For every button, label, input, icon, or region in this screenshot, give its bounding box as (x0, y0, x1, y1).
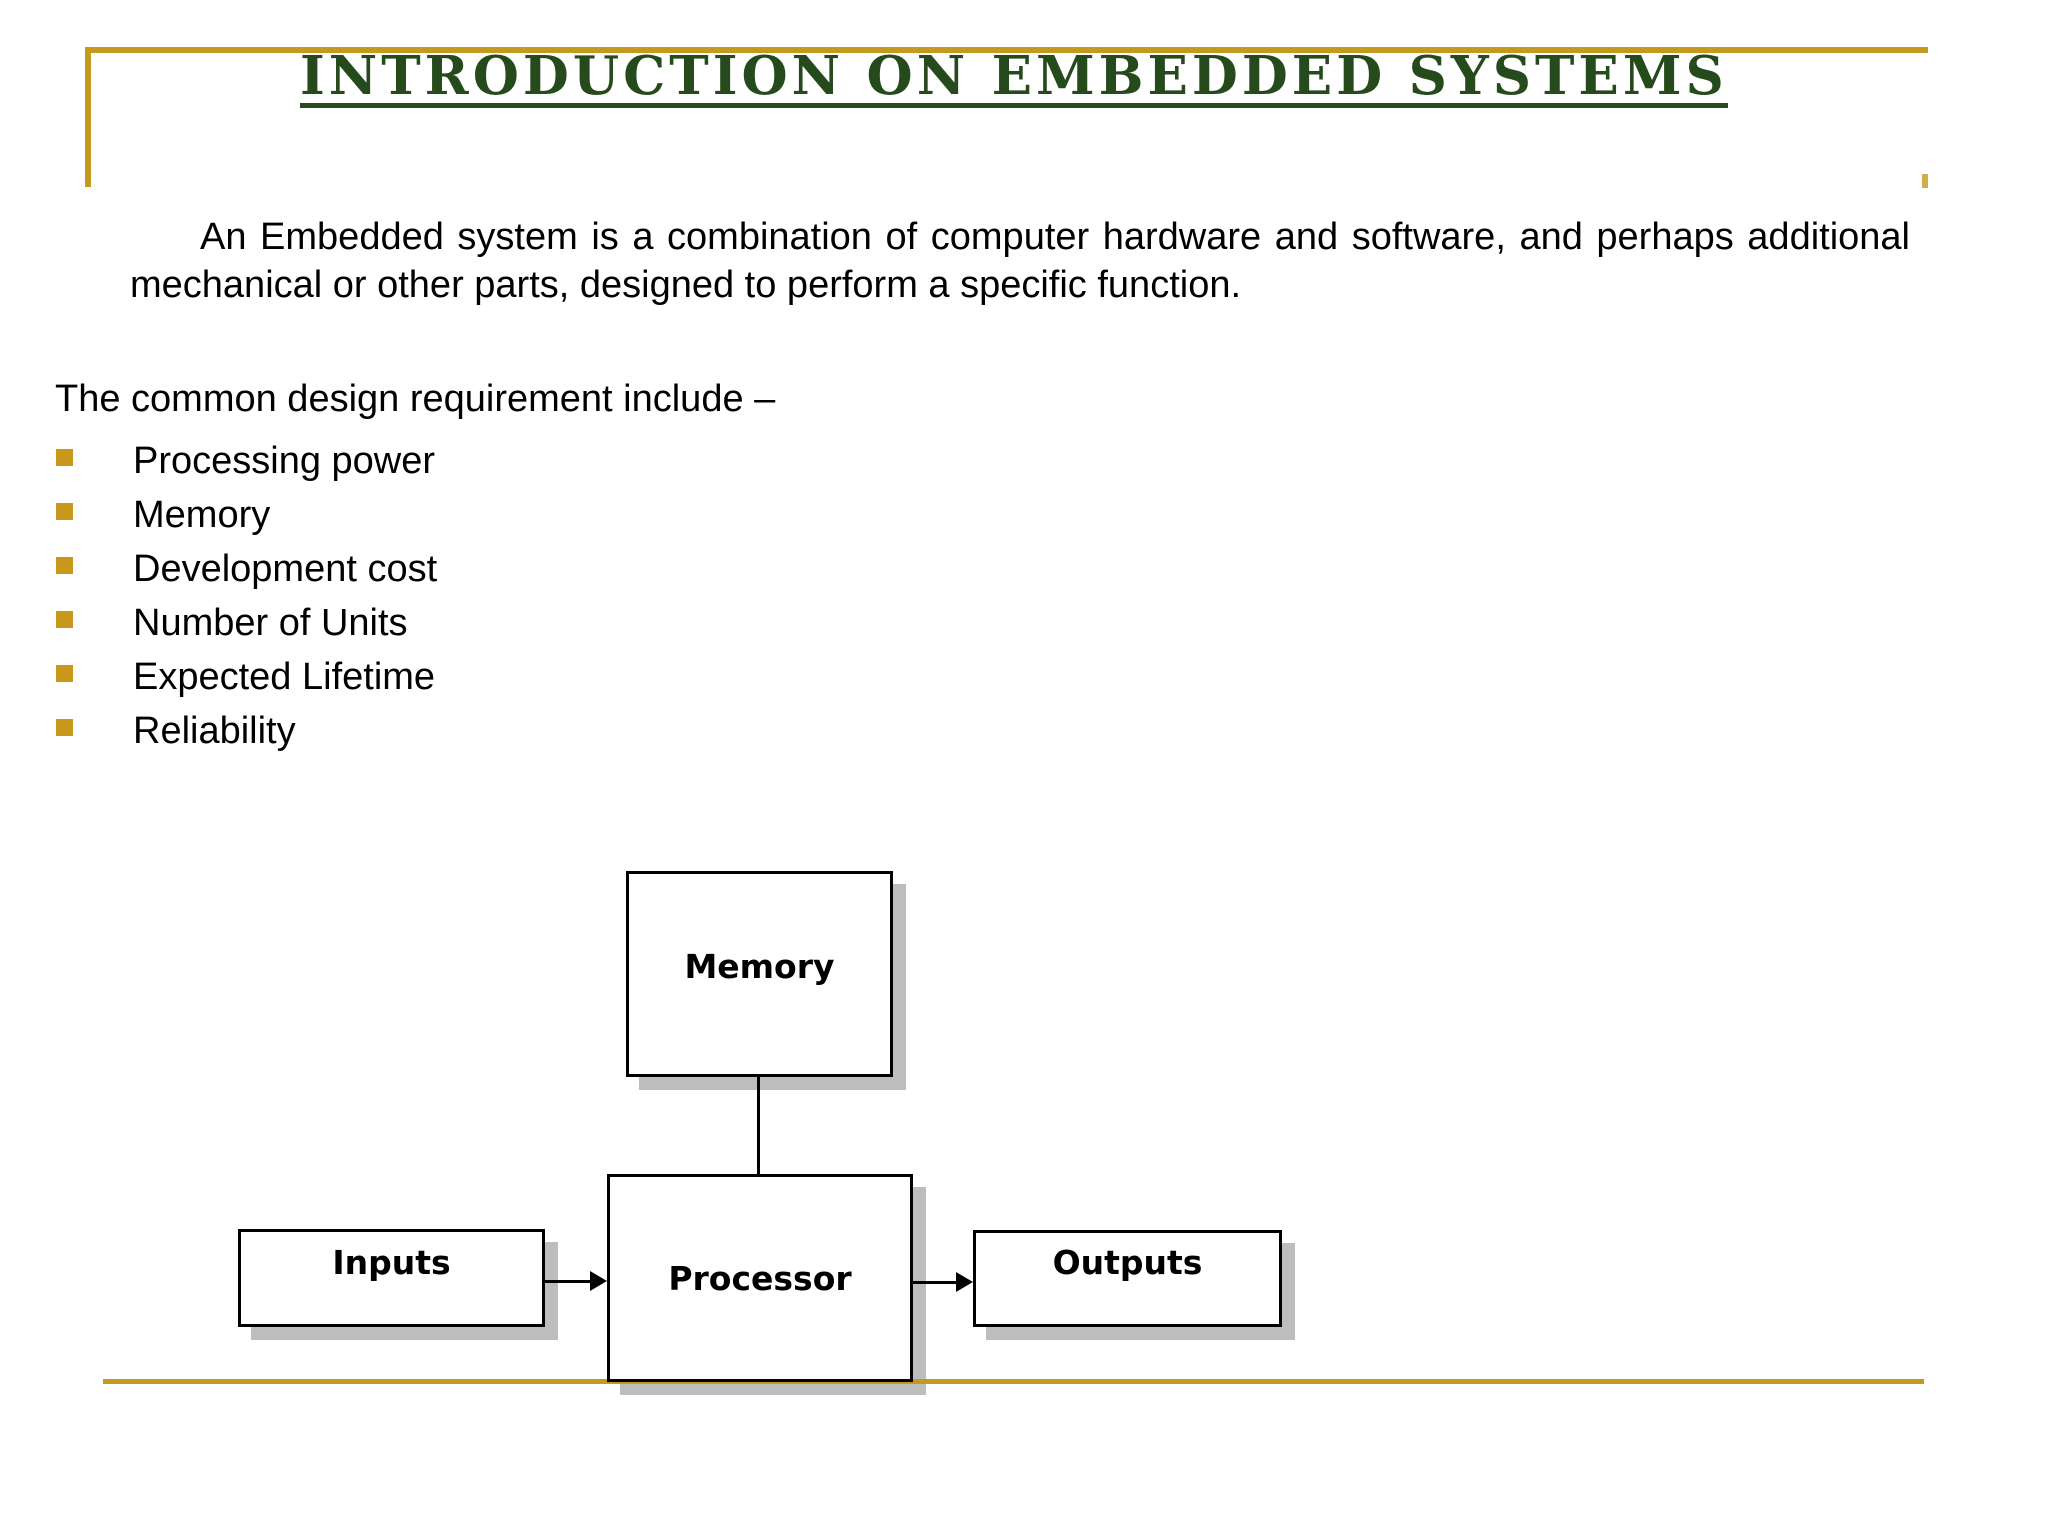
memory-box: Memory (626, 871, 893, 1077)
inputs-label: Inputs (332, 1242, 451, 1282)
outputs-label: Outputs (1052, 1243, 1203, 1282)
slide-title: INTRODUCTION ON EMBEDDED SYSTEMS (300, 45, 1728, 108)
requirement-label: Development cost (133, 547, 438, 590)
bullet-square-icon (56, 502, 73, 520)
requirement-item: Processing power (56, 434, 437, 488)
bullet-square-icon (56, 664, 73, 682)
inputs-arrow-line (545, 1280, 592, 1283)
memory-processor-connector (757, 1077, 760, 1174)
bullet-square-icon (56, 718, 73, 736)
bottom-divider-line (103, 1379, 1924, 1384)
requirement-label: Processing power (133, 439, 436, 482)
requirement-label: Expected Lifetime (133, 655, 436, 698)
requirement-label: Number of Units (133, 601, 408, 644)
processor-label: Processor (668, 1258, 852, 1298)
requirements-heading: The common design requirement include – (55, 378, 776, 420)
requirement-label: Reliability (133, 709, 296, 752)
frame-left-line (85, 47, 91, 187)
inputs-box: Inputs (238, 1229, 545, 1327)
bullet-square-icon (56, 448, 73, 466)
outputs-arrowhead-icon (956, 1272, 973, 1292)
processor-box: Processor (607, 1174, 913, 1382)
bullet-square-icon (56, 610, 73, 628)
bullet-square-icon (56, 556, 73, 574)
frame-top-line (85, 47, 1928, 53)
inputs-arrowhead-icon (590, 1271, 607, 1291)
requirement-item: Memory (56, 488, 437, 542)
outputs-box: Outputs (973, 1230, 1282, 1327)
frame-right-tick (1922, 174, 1928, 188)
requirement-item: Expected Lifetime (56, 650, 437, 704)
memory-label: Memory (684, 946, 835, 986)
requirement-item: Development cost (56, 542, 437, 596)
requirement-item: Reliability (56, 704, 437, 758)
requirement-item: Number of Units (56, 596, 437, 650)
requirement-label: Memory (133, 493, 271, 536)
intro-paragraph: An Embedded system is a combination of c… (130, 216, 1910, 306)
outputs-arrow-line (913, 1281, 960, 1284)
requirements-list: Processing power Memory Development cost… (56, 434, 437, 758)
